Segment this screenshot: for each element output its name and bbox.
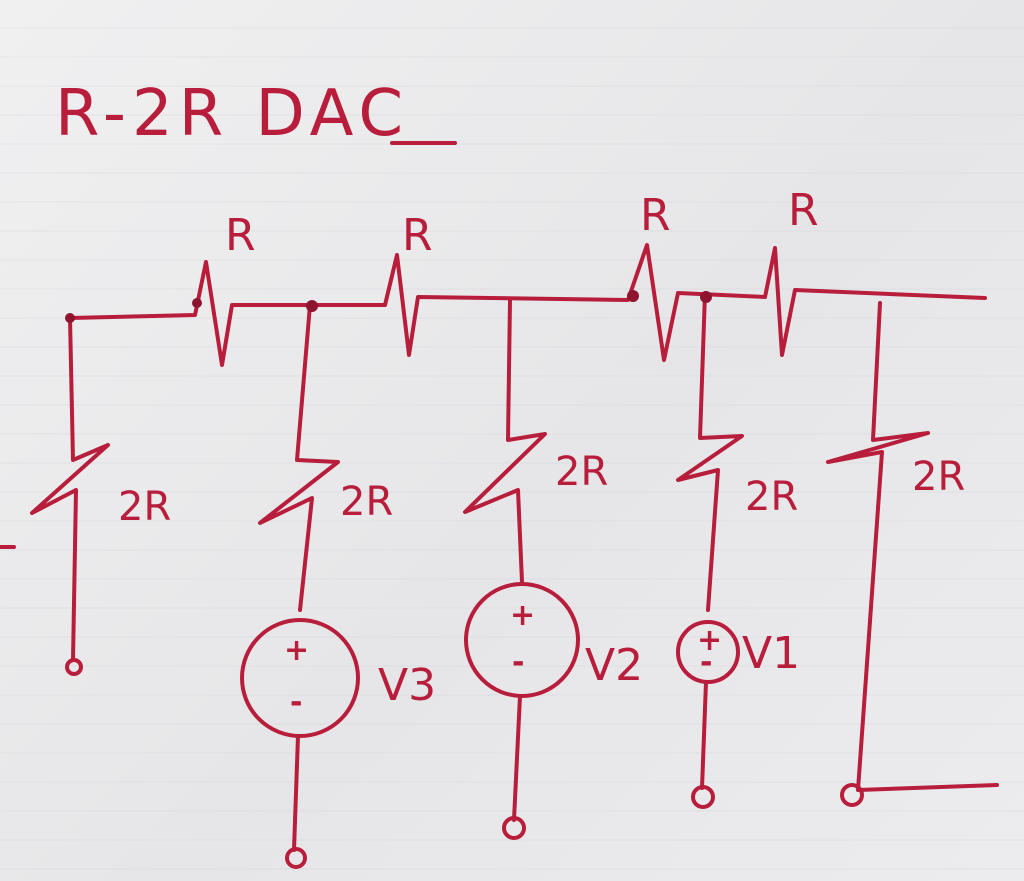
source-v2-minus: - (512, 645, 524, 680)
source-v1-minus: - (700, 645, 712, 680)
series-resistor-label-2: R (402, 210, 433, 261)
junction-dot-1 (65, 313, 75, 323)
source-v2-label: V2 (585, 640, 643, 691)
source-v2-plus: + (510, 598, 535, 633)
shunt-resistor-label-3: 2R (555, 449, 608, 495)
source-v3-minus: - (290, 685, 302, 720)
junction-dot-3 (306, 300, 318, 312)
shunt-resistor-label-1: 2R (118, 484, 171, 530)
terminal-branch-2 (285, 847, 307, 869)
series-resistor-label-4: R (788, 185, 819, 236)
branch-4-wire (676, 291, 744, 612)
source-v3-lower-wire (292, 734, 300, 852)
source-v1-plus: + (697, 623, 722, 658)
junction-dot-2 (192, 298, 202, 308)
shunt-resistor-label-4: 2R (745, 474, 798, 520)
shunt-resistor-label-5: 2R (912, 454, 965, 500)
junction-dot-5 (700, 291, 712, 303)
series-resistor-label-3: R (640, 190, 671, 241)
output-terminal (840, 783, 864, 807)
terminal-branch-4 (691, 785, 715, 809)
source-v2-lower-wire (512, 694, 522, 822)
source-v1-label: V1 (742, 628, 800, 679)
source-v1-lower-wire (700, 680, 708, 790)
branch-2-wire (258, 303, 340, 612)
source-v3-label: V3 (378, 660, 436, 711)
shunt-resistor-label-2: 2R (340, 479, 393, 525)
branch-5-wire (826, 301, 999, 792)
junction-dot-4 (627, 290, 639, 302)
top-rail-wire (68, 243, 987, 367)
diagram-title: R-2R DAC (55, 77, 409, 151)
branch-1-wire (30, 316, 110, 662)
series-resistor-label-1: R (225, 210, 256, 261)
source-v3-plus: + (284, 633, 309, 668)
terminal-branch-1 (65, 658, 83, 676)
branch-3-wire (463, 298, 547, 584)
terminal-branch-3 (502, 816, 526, 840)
